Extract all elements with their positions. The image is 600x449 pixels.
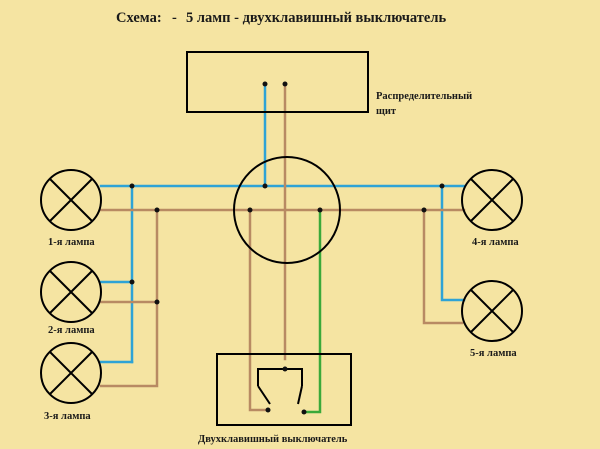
brown-wire-right-vertical [422, 208, 464, 325]
junction-dot [247, 207, 253, 213]
green-wire-to-switch-right [302, 208, 322, 414]
title-dash: - [172, 10, 177, 26]
title-prefix: Схема: [116, 10, 162, 26]
junction-dot [129, 279, 135, 285]
lamp-1: 1-я лампа [40, 169, 102, 248]
brown-wire-left-vertical [99, 208, 159, 388]
lamp-2-label: 2-я лампа [48, 325, 95, 336]
panel-label-line1: Распределительный [376, 91, 472, 102]
junction-dot [282, 81, 288, 87]
switch-contact-dot [282, 366, 288, 372]
junction-dot [154, 207, 160, 213]
junction-dot [129, 183, 135, 189]
junction-box [233, 156, 341, 264]
junction-dot [262, 183, 268, 189]
blue-wire-right-vertical [440, 184, 466, 302]
two-key-switch [216, 353, 352, 426]
switch-common-bar [257, 368, 303, 386]
panel-label-line2: щит [376, 106, 397, 117]
lamp-4-label: 4-я лампа [472, 237, 519, 248]
lamp-5: 5-я лампа [461, 280, 523, 359]
wires [99, 82, 466, 414]
switch-contact-dot [301, 409, 307, 415]
junction-dot [154, 299, 160, 305]
lamp-3: 3-я лампа [40, 342, 102, 422]
switch-blade-left [257, 385, 271, 405]
switch-label: Двухклавишный выключатель [198, 434, 348, 445]
lamp-2: 2-я лампа [40, 261, 102, 336]
junction-dots [129, 81, 445, 305]
lamp-3-label: 3-я лампа [44, 411, 91, 422]
switch-blade-right [297, 385, 303, 405]
brown-wire-to-switch-left [248, 208, 270, 412]
lamp-5-label: 5-я лампа [470, 348, 517, 359]
green-wires [302, 208, 322, 414]
distribution-panel [186, 51, 369, 113]
switch-contact-dot [265, 407, 271, 413]
lamp-4: 4-я лампа [461, 169, 523, 248]
junction-dot [421, 207, 427, 213]
junction-dot [439, 183, 445, 189]
junction-dot [317, 207, 323, 213]
brown-wires [99, 82, 466, 412]
blue-wires [99, 82, 466, 364]
junction-dot [262, 81, 268, 87]
diagram-title: 5 ламп - двухклавишный выключатель [186, 10, 446, 26]
lamp-1-label: 1-я лампа [48, 237, 95, 248]
